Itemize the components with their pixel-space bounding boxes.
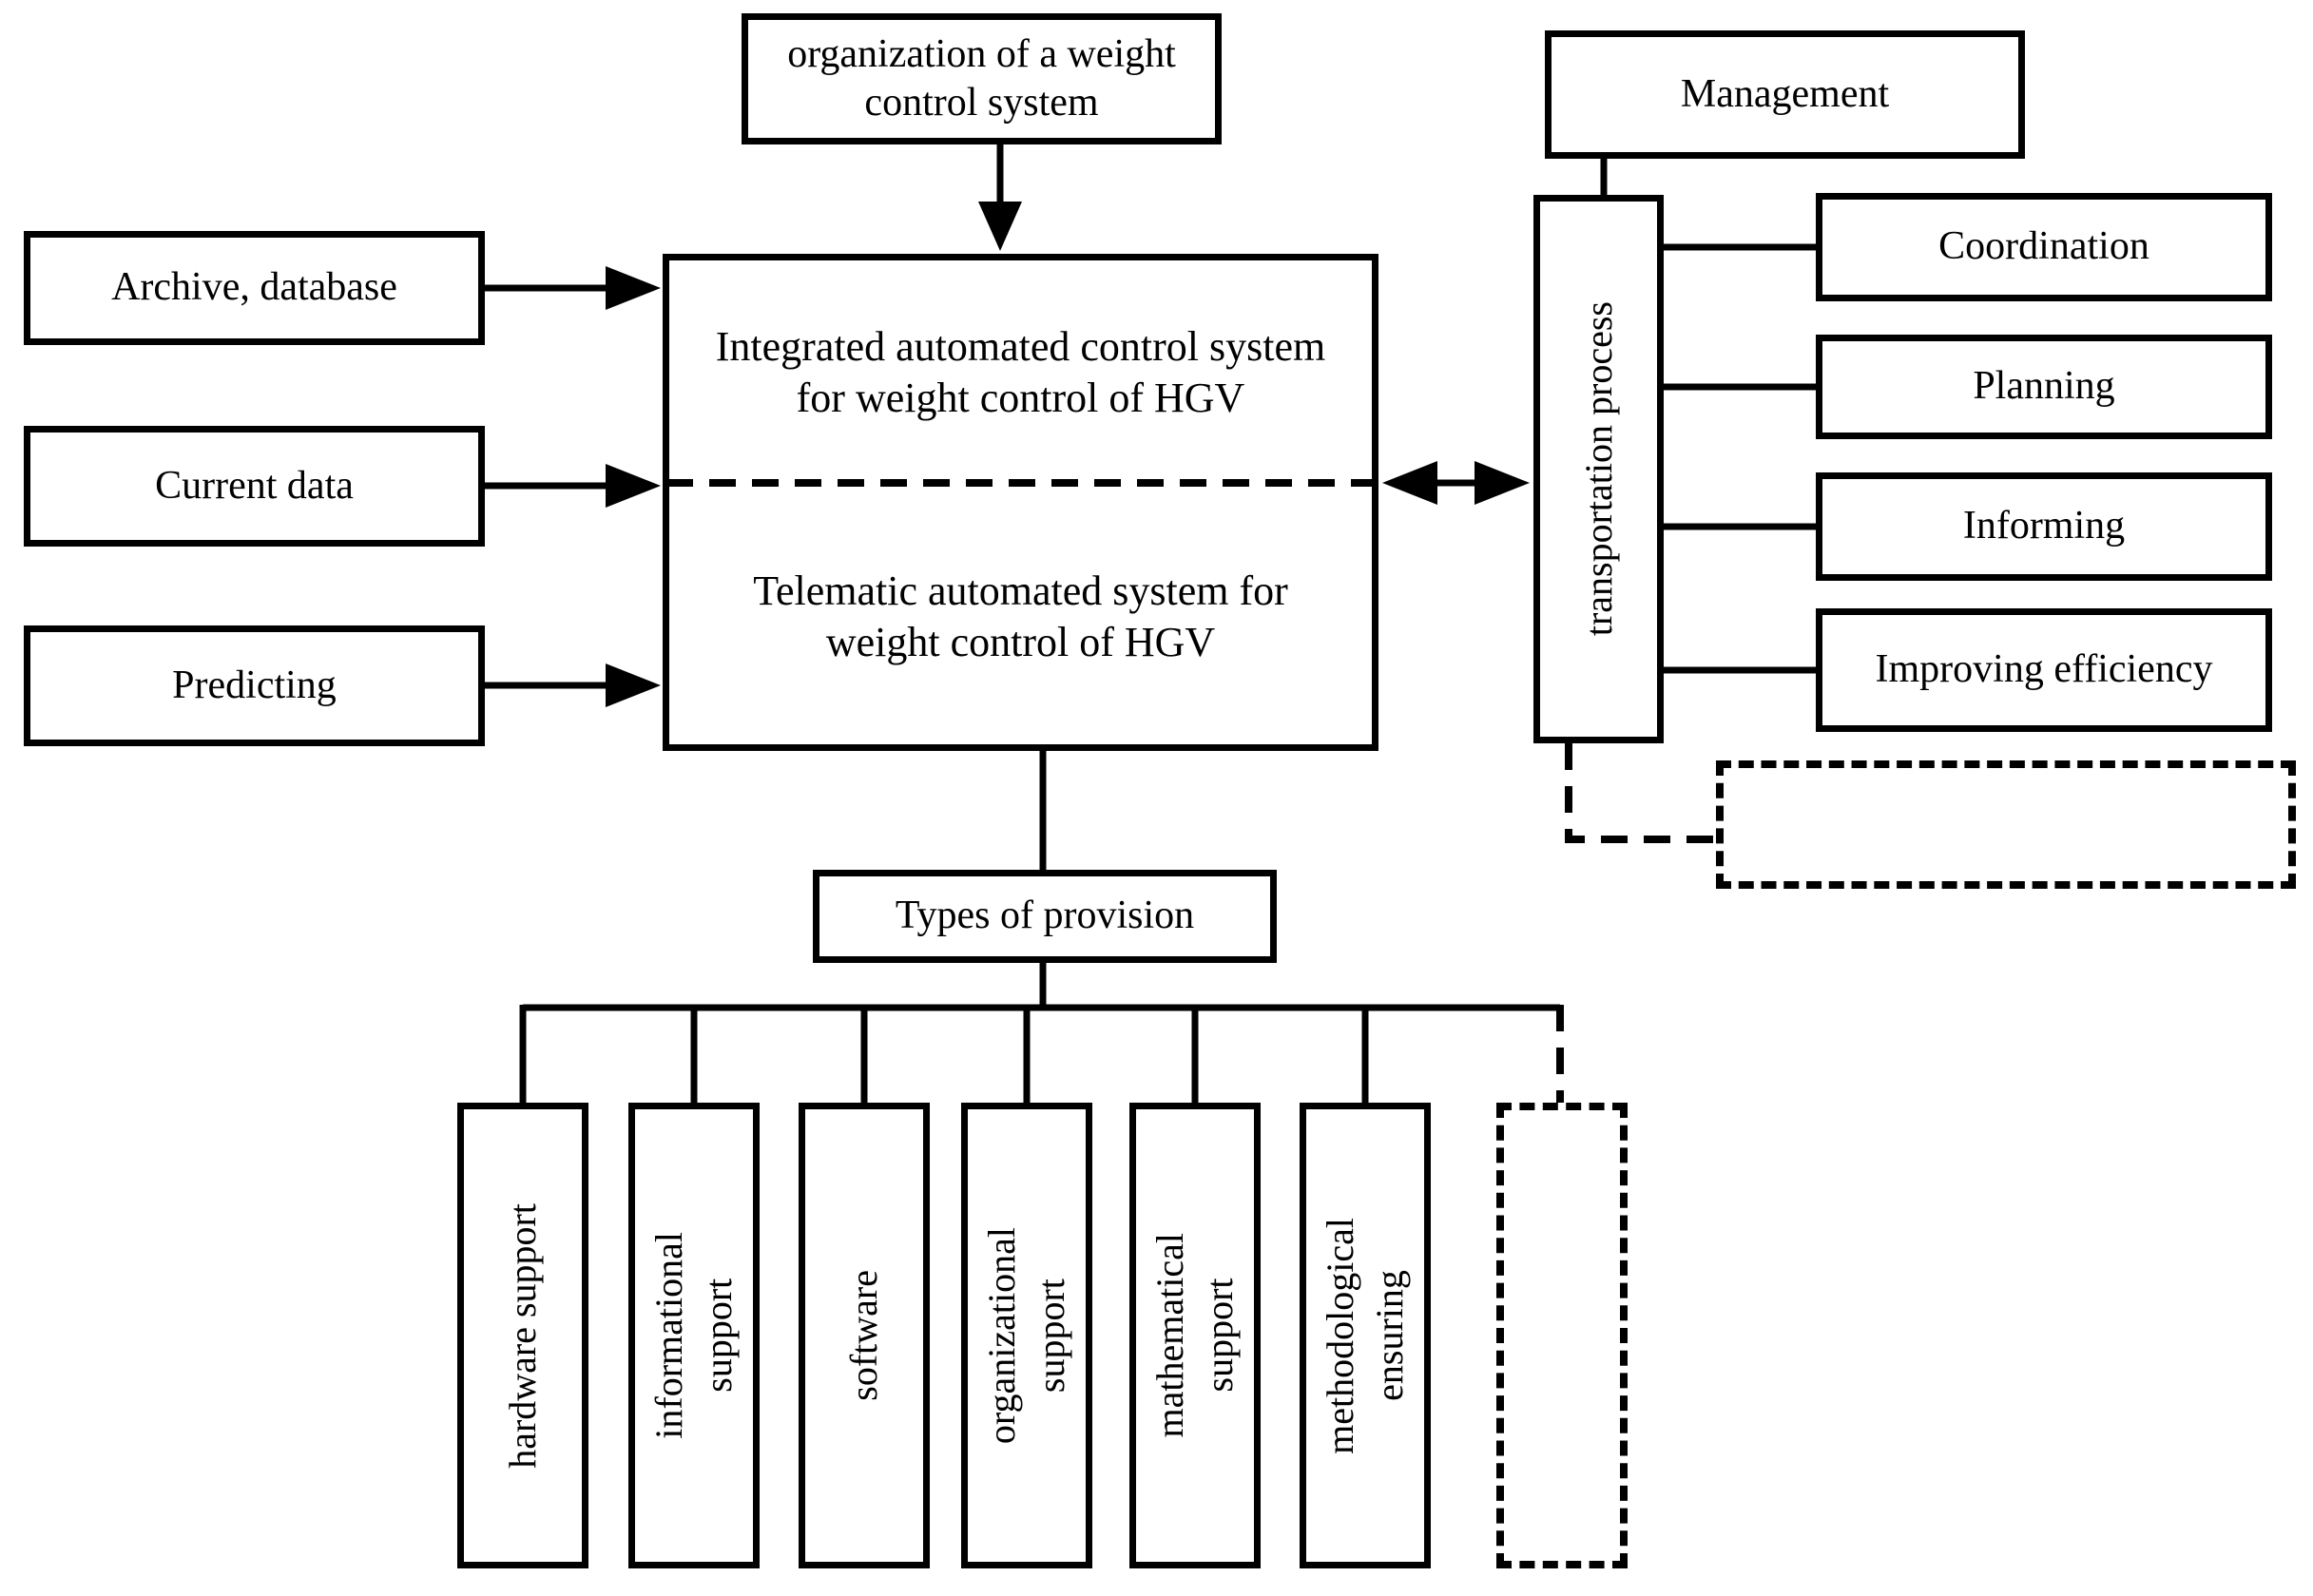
- coordination-label: Coordination: [1938, 224, 2149, 269]
- organizational-support-label: organizational support: [980, 1226, 1072, 1445]
- management-box: Management: [1545, 30, 2025, 159]
- current-data-box: Current data: [24, 426, 485, 547]
- integrated-system-section: Integrated automated control system for …: [669, 260, 1372, 484]
- organization-weight-control-label: organization of a weight control system: [787, 31, 1176, 125]
- connector-current-to-center: [485, 464, 661, 508]
- methodological-ensuring-label: methodological ensuring: [1319, 1217, 1411, 1454]
- informing-label: Informing: [1962, 504, 2126, 548]
- coordination-box: Coordination: [1816, 193, 2272, 301]
- connector-to-placeholder-right: [1565, 743, 1716, 843]
- software-box: software: [799, 1103, 930, 1568]
- current-data-label: Current data: [155, 463, 354, 508]
- placeholder-box-bottom: [1496, 1103, 1628, 1568]
- archive-database-box: Archive, database: [24, 231, 485, 345]
- improving-efficiency-box: Improving efficiency: [1816, 608, 2272, 732]
- connector-title-to-center: [978, 144, 1022, 251]
- methodological-ensuring-box: methodological ensuring: [1300, 1103, 1431, 1568]
- mathematical-support-label: mathematical support: [1148, 1233, 1241, 1438]
- telematic-system-section: Telematic automated system for weight co…: [669, 490, 1372, 744]
- mathematical-support-box: mathematical support: [1129, 1103, 1261, 1568]
- informational-support-label: informational support: [647, 1232, 740, 1439]
- organizational-support-box: organizational support: [961, 1103, 1092, 1568]
- organization-weight-control-box: organization of a weight control system: [742, 13, 1222, 144]
- hardware-support-label: hardware support: [501, 1202, 544, 1469]
- telematic-system-label: Telematic automated system for weight co…: [753, 567, 1288, 665]
- improving-efficiency-label: Improving efficiency: [1875, 647, 2213, 692]
- placeholder-box-right: [1716, 760, 2296, 889]
- planning-label: Planning: [1973, 364, 2115, 409]
- connector-archive-to-center: [485, 266, 661, 310]
- archive-database-label: Archive, database: [111, 265, 397, 310]
- planning-box: Planning: [1816, 335, 2272, 439]
- central-system-box: Integrated automated control system for …: [663, 254, 1378, 751]
- informing-box: Informing: [1816, 472, 2272, 581]
- types-of-provision-box: Types of provision: [813, 870, 1277, 963]
- informational-support-box: informational support: [628, 1103, 760, 1568]
- hardware-support-box: hardware support: [457, 1103, 588, 1568]
- connector-predicting-to-center: [485, 663, 661, 707]
- transportation-process-box: transportation process: [1533, 195, 1664, 743]
- types-of-provision-label: Types of provision: [895, 894, 1195, 938]
- software-label: software: [842, 1270, 885, 1401]
- management-label: Management: [1680, 71, 1890, 116]
- connector-center-to-transportation: [1382, 461, 1530, 505]
- predicting-label: Predicting: [172, 663, 337, 707]
- integrated-system-label: Integrated automated control system for …: [715, 322, 1326, 421]
- transportation-process-label: transportation process: [1576, 301, 1620, 637]
- predicting-box: Predicting: [24, 625, 485, 746]
